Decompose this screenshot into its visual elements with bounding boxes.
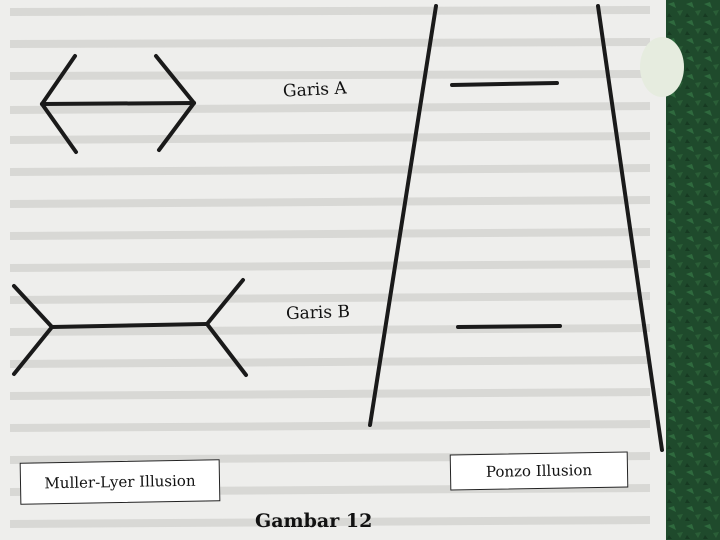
figure-caption: Gambar 12 — [255, 510, 373, 532]
muller-lyer-shaft-bottom — [50, 322, 209, 329]
muller-lyer-label-box: Muller-Lyer Illusion — [19, 459, 221, 505]
ponzo-line-b — [456, 324, 562, 329]
muller-lyer-shaft-top — [40, 101, 196, 106]
ponzo-label: Ponzo Illusion — [485, 461, 593, 481]
ponzo-label-box: Ponzo Illusion — [449, 451, 629, 491]
muller-lyer-label: Muller-Lyer Illusion — [44, 471, 196, 493]
ponzo-lines — [450, 81, 562, 329]
ponzo-line-a — [450, 81, 559, 87]
background-text-lines — [9, 6, 651, 528]
muller-lyer-inward-fins — [12, 278, 248, 377]
label-garis-a: Garis A — [282, 78, 348, 102]
decorative-bubble — [640, 37, 684, 97]
ponzo-converging-rails — [368, 4, 664, 452]
label-garis-b: Garis B — [285, 301, 351, 325]
muller-lyer-outward-arrows — [40, 54, 196, 154]
